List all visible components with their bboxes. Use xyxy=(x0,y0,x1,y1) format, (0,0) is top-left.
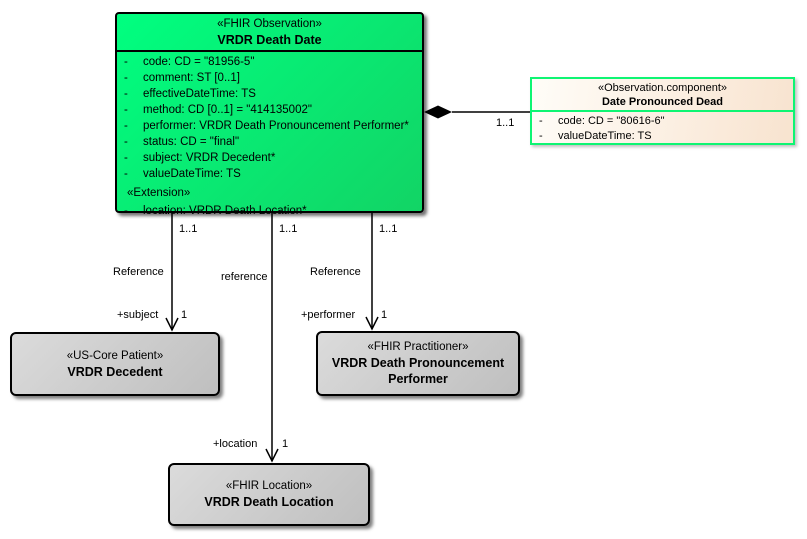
attribute-row: - comment: ST [0..1] xyxy=(117,70,420,86)
class-header: «FHIR Observation» VRDR Death Date xyxy=(117,14,422,52)
class-name: VRDR Death Date xyxy=(217,33,322,47)
attribute-row: - status: CD = "final" xyxy=(117,134,420,150)
extension-stereotype: «Extension» xyxy=(127,187,191,199)
class-vrdr-death-location[interactable]: «FHIR Location» VRDR Death Location xyxy=(168,463,370,526)
attribute-text: valueDateTime: TS xyxy=(558,130,652,142)
class-header: «Observation.component» Date Pronounced … xyxy=(532,79,793,112)
edge-name-label: Reference xyxy=(310,266,361,278)
role-label: +performer xyxy=(301,309,356,321)
open-arrowhead xyxy=(165,317,179,332)
class-stereotype: «FHIR Practitioner» xyxy=(367,341,469,353)
multiplicity-label: 1..1 xyxy=(496,117,515,129)
attribute-row: - subject: VRDR Decedent* xyxy=(117,150,420,166)
attribute-text: comment: ST [0..1] xyxy=(143,72,240,84)
class-vrdr-decedent[interactable]: «US-Core Patient» VRDR Decedent xyxy=(10,332,220,396)
open-arrowhead xyxy=(365,316,379,331)
class-vrdr-death-date[interactable]: «FHIR Observation» VRDR Death Date - cod… xyxy=(115,12,424,217)
attribute-bullet: - xyxy=(124,168,128,180)
open-arrowhead xyxy=(265,448,279,463)
association-connector-subject[interactable] xyxy=(165,213,179,332)
class-name: Date Pronounced Dead xyxy=(601,96,724,108)
attribute-bullet: - xyxy=(124,56,128,68)
class-stereotype: «FHIR Location» xyxy=(225,480,313,492)
edge-name-label: reference xyxy=(221,271,268,283)
attribute-text: effectiveDateTime: TS xyxy=(143,88,256,100)
attribute-row: - location: VRDR Death Location* xyxy=(117,203,420,219)
multiplicity-label: 1..1 xyxy=(179,223,198,235)
role-label: +subject xyxy=(117,309,159,321)
attribute-list: - code: CD = "81956-5" - comment: ST [0.… xyxy=(117,52,422,182)
attribute-text: performer: VRDR Death Pronouncement Perf… xyxy=(143,120,409,132)
association-connector-location[interactable] xyxy=(265,213,279,463)
attribute-text: code: CD = "80616-6" xyxy=(558,115,665,127)
attribute-bullet: - xyxy=(124,72,128,84)
multiplicity-label: 1..1 xyxy=(279,223,298,235)
attribute-list: - code: CD = "80616-6" - valueDateTime: … xyxy=(532,112,793,144)
attribute-text: status: CD = "final" xyxy=(143,136,240,148)
attribute-bullet: - xyxy=(124,205,128,217)
attribute-text: subject: VRDR Decedent* xyxy=(143,152,276,164)
class-vrdr-death-pronouncement-performer[interactable]: «FHIR Practitioner» VRDR Death Pronounce… xyxy=(316,331,520,396)
class-name: VRDR Death Pronouncement Performer xyxy=(331,356,505,386)
attribute-text: method: CD [0..1] = "414135002" xyxy=(143,104,312,116)
attribute-bullet: - xyxy=(124,88,128,100)
role-label: +location xyxy=(213,438,258,450)
multiplicity-label: 1 xyxy=(282,438,289,450)
composition-diamond xyxy=(424,105,452,119)
attribute-text: code: CD = "81956-5" xyxy=(143,56,255,68)
attribute-row: - performer: VRDR Death Pronouncement Pe… xyxy=(117,118,420,134)
attribute-bullet: - xyxy=(539,115,543,127)
attribute-text: location: VRDR Death Location* xyxy=(143,205,307,217)
attribute-bullet: - xyxy=(124,120,128,132)
composition-connector-component[interactable] xyxy=(424,105,530,119)
class-stereotype: «US-Core Patient» xyxy=(66,349,164,362)
class-date-pronounced-dead[interactable]: «Observation.component» Date Pronounced … xyxy=(530,77,795,145)
multiplicity-label: 1..1 xyxy=(379,223,398,235)
class-stereotype: «FHIR Observation» xyxy=(217,18,322,30)
class-stereotype: «Observation.component» xyxy=(597,82,728,94)
class-name: VRDR Death Location xyxy=(204,495,334,509)
multiplicity-label: 1 xyxy=(181,309,188,321)
attribute-bullet: - xyxy=(124,136,128,148)
class-name: VRDR Decedent xyxy=(67,364,163,379)
attribute-bullet: - xyxy=(539,130,543,142)
attribute-row: - valueDateTime: TS xyxy=(532,129,791,144)
attribute-bullet: - xyxy=(124,152,128,164)
attribute-bullet: - xyxy=(124,104,128,116)
attribute-row: - method: CD [0..1] = "414135002" xyxy=(117,102,420,118)
association-connector-performer[interactable] xyxy=(365,213,379,331)
attribute-text: valueDateTime: TS xyxy=(143,168,241,180)
attribute-row: - code: CD = "81956-5" xyxy=(117,54,420,70)
edge-name-label: Reference xyxy=(113,266,164,278)
multiplicity-label: 1 xyxy=(381,309,388,321)
attribute-row: - effectiveDateTime: TS xyxy=(117,86,420,102)
extension-attribute-list: - location: VRDR Death Location* xyxy=(117,201,422,219)
attribute-row: - code: CD = "80616-6" xyxy=(532,114,791,129)
attribute-row: - valueDateTime: TS xyxy=(117,166,420,182)
